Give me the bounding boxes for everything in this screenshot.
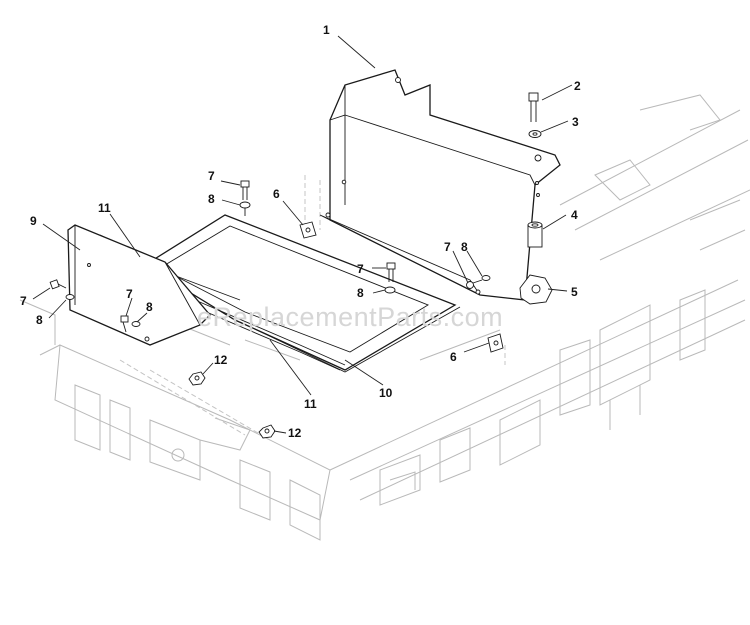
washer-part-3[interactable] xyxy=(528,130,542,138)
leader-lines xyxy=(32,35,573,434)
bolt-washer-right[interactable] xyxy=(466,275,491,289)
callout-7-left: 7 xyxy=(20,294,27,308)
callout-9: 9 xyxy=(30,214,37,228)
callout-7-upper-center: 7 xyxy=(208,169,215,183)
callout-8-left: 8 xyxy=(36,313,43,327)
hardware-items xyxy=(49,92,553,439)
clip-part-6-upper[interactable] xyxy=(299,221,317,239)
callout-8-panel: 8 xyxy=(146,300,153,314)
callout-8-middle: 8 xyxy=(357,286,364,300)
callout-8-upper-center: 8 xyxy=(208,192,215,206)
callout-4: 4 xyxy=(571,208,578,222)
callout-7-right: 7 xyxy=(444,240,451,254)
callout-12-lower: 12 xyxy=(288,426,302,440)
callout-12-upper: 12 xyxy=(214,353,228,367)
front-panel-part-9[interactable] xyxy=(67,224,211,346)
bolt-washer-upper-center[interactable] xyxy=(239,180,251,216)
callout-6-lower: 6 xyxy=(450,350,457,364)
callout-7-panel: 7 xyxy=(126,287,133,301)
bolt-washer-middle[interactable] xyxy=(384,262,396,294)
callout-11-upper: 11 xyxy=(98,201,111,215)
callout-7-middle: 7 xyxy=(357,262,364,276)
spacer-part-4[interactable] xyxy=(527,221,543,248)
callout-1: 1 xyxy=(323,23,330,37)
nut-part-12-lower[interactable] xyxy=(258,424,276,439)
callout-10: 10 xyxy=(379,386,393,400)
bolt-washer-left[interactable] xyxy=(49,279,75,300)
callout-8-right: 8 xyxy=(461,240,468,254)
nut-part-12-upper[interactable] xyxy=(188,371,206,386)
tractor-frame xyxy=(19,94,750,541)
callout-2: 2 xyxy=(574,79,581,93)
clip-part-6-lower[interactable] xyxy=(487,333,504,353)
callout-11-lower: 11 xyxy=(304,397,317,411)
bracket-shield-part-1[interactable] xyxy=(319,69,561,301)
callout-6-upper: 6 xyxy=(273,187,280,201)
bolt-part-2[interactable] xyxy=(528,92,539,122)
callout-5: 5 xyxy=(571,285,578,299)
bolt-washer-panel[interactable] xyxy=(120,315,141,333)
callout-3: 3 xyxy=(572,115,579,129)
knob-part-5[interactable] xyxy=(519,274,553,305)
watermark-text: eReplacementParts.com xyxy=(197,302,503,332)
callout-labels: 1 2 3 4 5 6 6 7 7 7 7 7 8 8 8 8 8 9 10 1… xyxy=(20,23,581,440)
